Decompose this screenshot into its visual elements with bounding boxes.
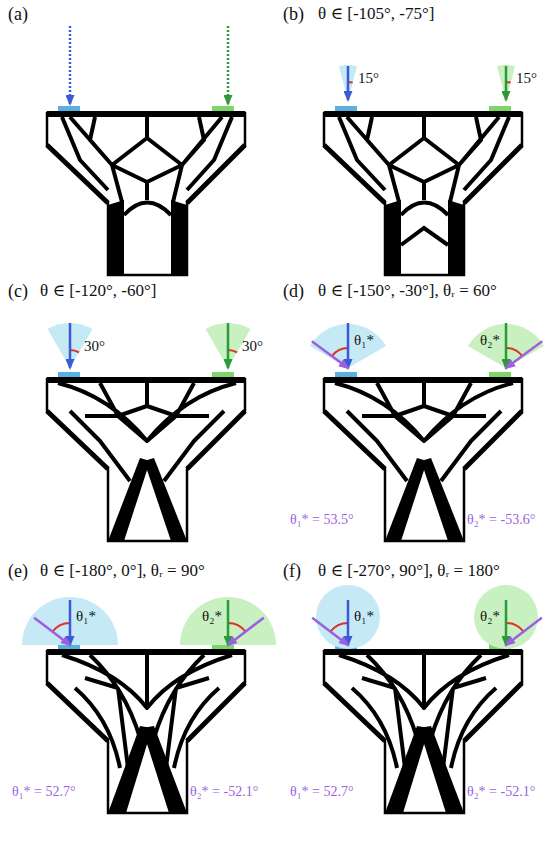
structure-b bbox=[324, 106, 522, 275]
optimal-angle: θ₂* = -52.1° bbox=[467, 784, 535, 800]
panel-letter: (f) bbox=[283, 561, 301, 582]
optimal-angle: θ₂* = -53.6° bbox=[467, 512, 535, 528]
optimal-angle: θ₁* = 53.5° bbox=[290, 512, 354, 528]
angle-width: 30° bbox=[84, 338, 105, 355]
optimal-angle: θ₁* = 52.7° bbox=[12, 784, 76, 800]
panel-letter: (d) bbox=[283, 281, 304, 302]
angle-range: θ ∈ [-120°, -60°] bbox=[40, 281, 156, 301]
load-arrow bbox=[70, 26, 506, 645]
angle-range: θ ∈ [-150°, -30°], θᵣ = 60° bbox=[318, 281, 497, 301]
angle-width: 15° bbox=[516, 70, 537, 87]
angle-range: θ ∈ [-180°, 0°], θᵣ = 90° bbox=[40, 561, 205, 581]
angle-range: θ ∈ [-105°, -75°] bbox=[318, 4, 434, 24]
load-range-fan bbox=[22, 65, 544, 649]
panel-letter: (a) bbox=[8, 4, 28, 25]
panel-letter: (c) bbox=[8, 281, 28, 302]
angle-width: 15° bbox=[358, 70, 379, 87]
angle-range: θ ∈ [-270°, 90°], θᵣ = 180° bbox=[318, 561, 500, 581]
angle-mark bbox=[53, 82, 524, 632]
angle-symbol: θ₂* bbox=[202, 608, 222, 625]
angle-width: 30° bbox=[242, 338, 263, 355]
optimal-load-arrow bbox=[34, 341, 542, 645]
panel-letter: (b) bbox=[283, 4, 304, 25]
structure-c bbox=[47, 372, 245, 541]
optimal-angle: θ₁* = 52.7° bbox=[290, 784, 354, 800]
angle-symbol: θ₂* bbox=[480, 608, 500, 625]
angle-symbol: θ₁* bbox=[354, 332, 374, 349]
angle-symbol: θ₁* bbox=[76, 608, 96, 625]
panel-letter: (e) bbox=[8, 561, 28, 582]
optimal-angle: θ₂* = -52.1° bbox=[190, 784, 258, 800]
angle-symbol: θ₂* bbox=[480, 332, 500, 349]
angle-symbol: θ₁* bbox=[354, 608, 374, 625]
structure-a bbox=[47, 106, 245, 275]
